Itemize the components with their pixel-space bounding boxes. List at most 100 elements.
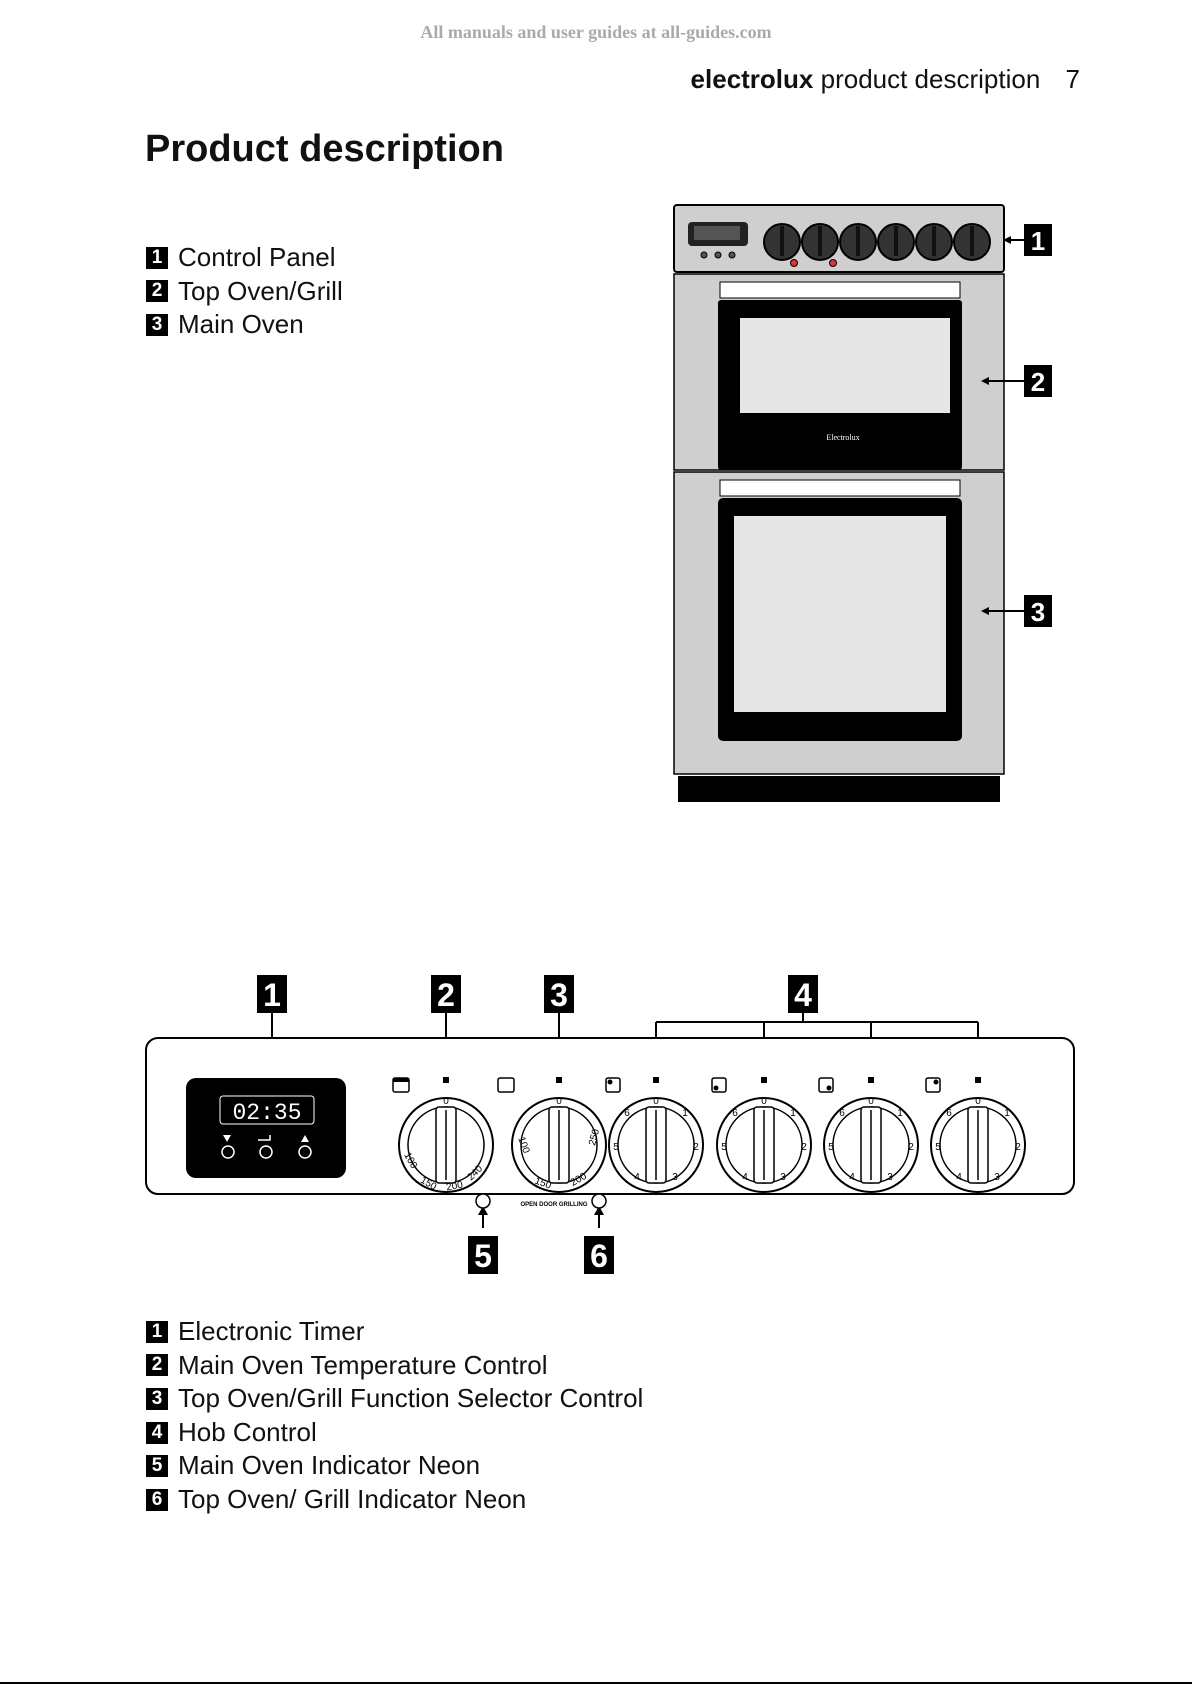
svg-text:1: 1 [897,1108,903,1119]
top-oven-vent [719,281,961,299]
svg-text:2: 2 [801,1142,807,1153]
callout-number: 4 [794,977,812,1013]
svg-text:4: 4 [956,1172,962,1183]
svg-text:250: 250 [587,1127,602,1146]
timer-button [298,1145,312,1159]
number-badge: 2 [146,1354,168,1377]
svg-text:2: 2 [693,1142,699,1153]
svg-text:5: 5 [613,1142,619,1153]
main-oven-neon [475,1193,491,1209]
neon-indicator-icon [790,259,798,267]
number-badge: 1 [146,246,168,269]
cooker-timer-display [694,226,740,240]
svg-text:0: 0 [653,1096,659,1107]
top-oven-neon [591,1193,607,1209]
number-badge: 5 [146,1455,168,1478]
hob-knob-4: 0 1 2 3 4 5 6 [930,1096,1026,1193]
list-item-label: Main Oven [178,309,304,340]
cooker-timer-button [714,251,722,259]
parts-list: 1 Control Panel 2 Top Oven/Grill 3 Main Ove… [146,241,343,342]
callout-badge [544,975,574,1013]
list-item-label: Top Oven/ Grill Indicator Neon [178,1483,527,1514]
callout-badge [1024,365,1052,397]
callout-badge [584,1236,614,1274]
list-item-label: Control Panel [178,242,336,272]
number-badge: 1 [146,1320,168,1343]
neon-indicator-icon [829,259,837,267]
svg-text:5: 5 [935,1142,941,1153]
callout-badge [257,975,287,1013]
svg-text:0: 0 [556,1096,562,1107]
svg-text:6: 6 [624,1108,630,1119]
callout-number: 6 [590,1238,608,1274]
top-oven-window [740,318,950,413]
page-title: Product description [145,128,504,170]
svg-text:200: 200 [445,1180,464,1194]
page-number: 7 [1065,64,1080,94]
knob-markers [443,1077,981,1083]
list-item: 3 Top Oven/Grill Function Selector Contro… [146,1382,643,1416]
svg-text:3: 3 [780,1172,786,1183]
main-oven-window [734,516,946,712]
hob-knob-2: 0 1 2 3 4 5 6 [716,1096,812,1193]
watermark: All manuals and user guides at all-guide… [420,22,772,42]
svg-text:0: 0 [868,1096,874,1107]
number-badge: 3 [146,313,168,336]
timer-display-frame [219,1095,315,1125]
svg-text:0: 0 [975,1096,981,1107]
list-item-label: Top Oven/Grill [178,275,343,306]
callout-number: 3 [550,977,568,1013]
callout-number: 2 [437,977,455,1013]
svg-text:2: 2 [908,1142,914,1153]
timer-button [259,1145,273,1159]
timer-display: 02:35 [232,1100,301,1126]
svg-text:3: 3 [887,1172,893,1183]
svg-text:0: 0 [761,1096,767,1107]
list-item-label: Main Oven Temperature Control [178,1349,548,1380]
brand-name: electrolux [690,64,814,94]
svg-text:5: 5 [721,1142,727,1153]
svg-text:5: 5 [828,1142,834,1153]
bottom-rule [0,1682,1192,1684]
callout-number: 1 [1031,226,1045,256]
hob-knob-1: 0 1 2 3 4 5 6 [608,1096,704,1193]
callout-number: 3 [1031,597,1045,627]
list-item: 2 Top Oven/Grill [146,275,343,309]
cooker-timer-button [728,251,736,259]
svg-text:1: 1 [790,1108,796,1119]
cooker-callout-arrows [981,236,1024,615]
grill-icon [497,1077,515,1093]
svg-text:0: 0 [443,1096,449,1107]
hob-knob-3: 0 1 2 3 4 5 6 [823,1096,919,1193]
callout-badge [468,1236,498,1274]
number-badge: 2 [146,280,168,303]
list-item-label: Main Oven Indicator Neon [178,1450,481,1481]
svg-text:3: 3 [994,1172,1000,1183]
top-oven-knob: 0 100 150 200 250 [511,1096,607,1193]
callout-number: 1 [263,977,281,1013]
svg-text:1: 1 [682,1108,688,1119]
svg-text:6: 6 [732,1108,738,1119]
hob-zone-icon [818,1077,834,1093]
svg-text:4: 4 [742,1172,748,1183]
main-oven-vent [719,479,961,497]
hob-zone-icon [925,1077,941,1093]
cooker-timer-button [700,251,708,259]
list-item: 3 Main Oven [146,308,343,342]
list-item: 5 Main Oven Indicator Neon [146,1449,643,1483]
cooker-knobs [763,223,991,261]
svg-text:6: 6 [839,1108,845,1119]
number-badge: 6 [146,1488,168,1511]
timer-button [221,1145,235,1159]
list-item-label: Top Oven/Grill Function Selector Control [178,1383,644,1414]
number-badge: 3 [146,1387,168,1410]
callout-number: 2 [1031,367,1045,397]
cooker-figure: Electrolux 1 2 3 [673,204,1052,802]
door-logo: Electrolux [826,433,859,442]
panel-callouts-top: 1 2 3 4 [257,975,818,1013]
up-arrow-icon [301,1135,309,1142]
list-item: 1 Control Panel [146,241,343,275]
